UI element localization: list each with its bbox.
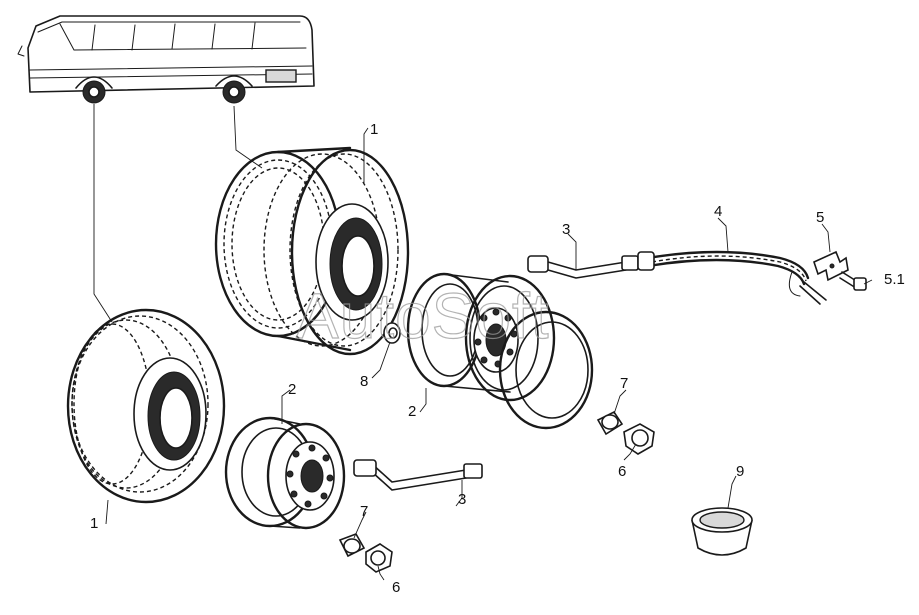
- rear-disc-wheel: [406, 272, 594, 430]
- flexible-hose: [637, 250, 827, 305]
- hose-bracket: [813, 250, 849, 282]
- callout-2-rear-wheel: 2: [408, 403, 416, 420]
- nut-right: [623, 423, 655, 455]
- leader-rear-wheel: [233, 105, 263, 169]
- callout-3-upper-valve: 3: [562, 221, 570, 238]
- callout-6-bottom-nut: 6: [392, 579, 400, 596]
- callout-4-hose: 4: [714, 203, 722, 220]
- front-tyre: [66, 308, 226, 504]
- bracket-bolt: [839, 271, 867, 291]
- seal-ring: [383, 322, 401, 344]
- callout-5-1-bolt: 5.1: [884, 271, 905, 288]
- nut-bottom: [365, 543, 393, 573]
- callout-5-bracket: 5: [816, 209, 824, 226]
- front-disc-wheel: [224, 416, 346, 530]
- callout-8-seal: 8: [360, 373, 368, 390]
- callout-7-bottom-washer: 7: [360, 503, 368, 520]
- washer-bottom: [338, 533, 366, 558]
- callout-6-right-nut: 6: [618, 463, 626, 480]
- valve-extension-upper: [527, 255, 639, 279]
- callout-9-cap: 9: [736, 463, 744, 480]
- washer-right: [596, 410, 624, 436]
- callout-3-lower-valve: 3: [458, 491, 466, 508]
- leader-front-wheel: [93, 104, 113, 323]
- callout-7-right-washer: 7: [620, 375, 628, 392]
- hub-cap: [691, 507, 753, 556]
- callout-1-front-tyre: 1: [90, 515, 98, 532]
- callout-leaders: [105, 127, 873, 581]
- callout-2-front-wheel: 2: [288, 381, 296, 398]
- valve-extension-lower: [353, 459, 483, 491]
- rear-dual-tyres: [214, 146, 410, 356]
- watermark: AutoSoft: [296, 280, 550, 352]
- callout-1-rear-tyres: 1: [370, 121, 378, 138]
- bus-illustration: [17, 15, 315, 104]
